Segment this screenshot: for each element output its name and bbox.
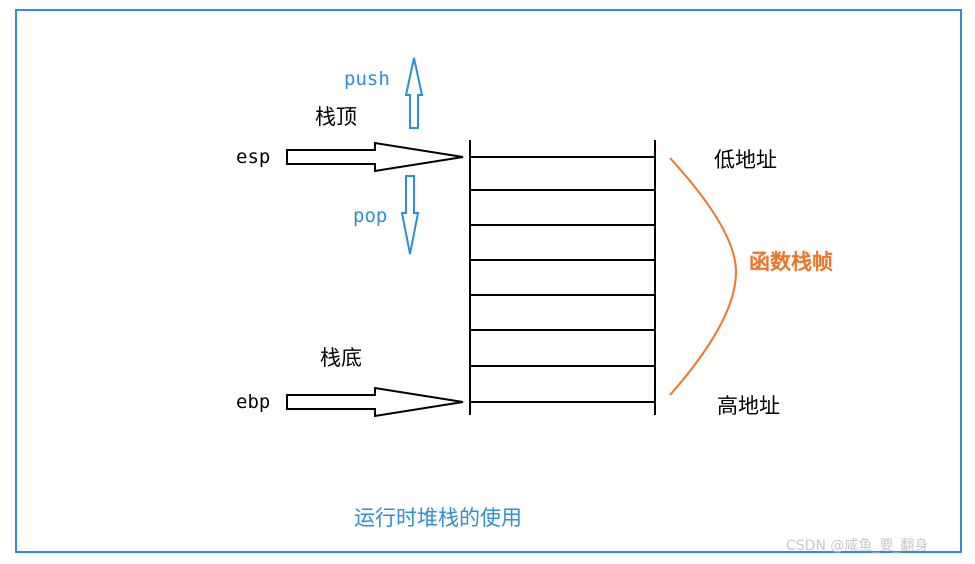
function-frame-label: 函数栈帧 — [749, 250, 833, 274]
function-frame-brace — [669, 157, 738, 396]
ebp-arrow-icon — [286, 386, 464, 418]
esp-arrow-icon — [286, 141, 464, 173]
pop-label: pop — [353, 205, 388, 227]
pop-arrow-icon — [400, 175, 420, 255]
caption: 运行时堆栈的使用 — [354, 506, 522, 530]
esp-label: esp — [236, 146, 271, 168]
stack-bottom-label: 栈底 — [320, 346, 362, 370]
ebp-label: ebp — [236, 391, 271, 413]
high-address-label: 高地址 — [717, 394, 780, 418]
stack-top-label: 栈顶 — [315, 105, 357, 129]
watermark: CSDN @咸鱼_要_翻身 — [786, 538, 929, 554]
low-address-label: 低地址 — [714, 148, 777, 172]
diagram-frame — [15, 9, 962, 553]
push-arrow-icon — [404, 57, 424, 129]
push-label: push — [344, 68, 390, 90]
